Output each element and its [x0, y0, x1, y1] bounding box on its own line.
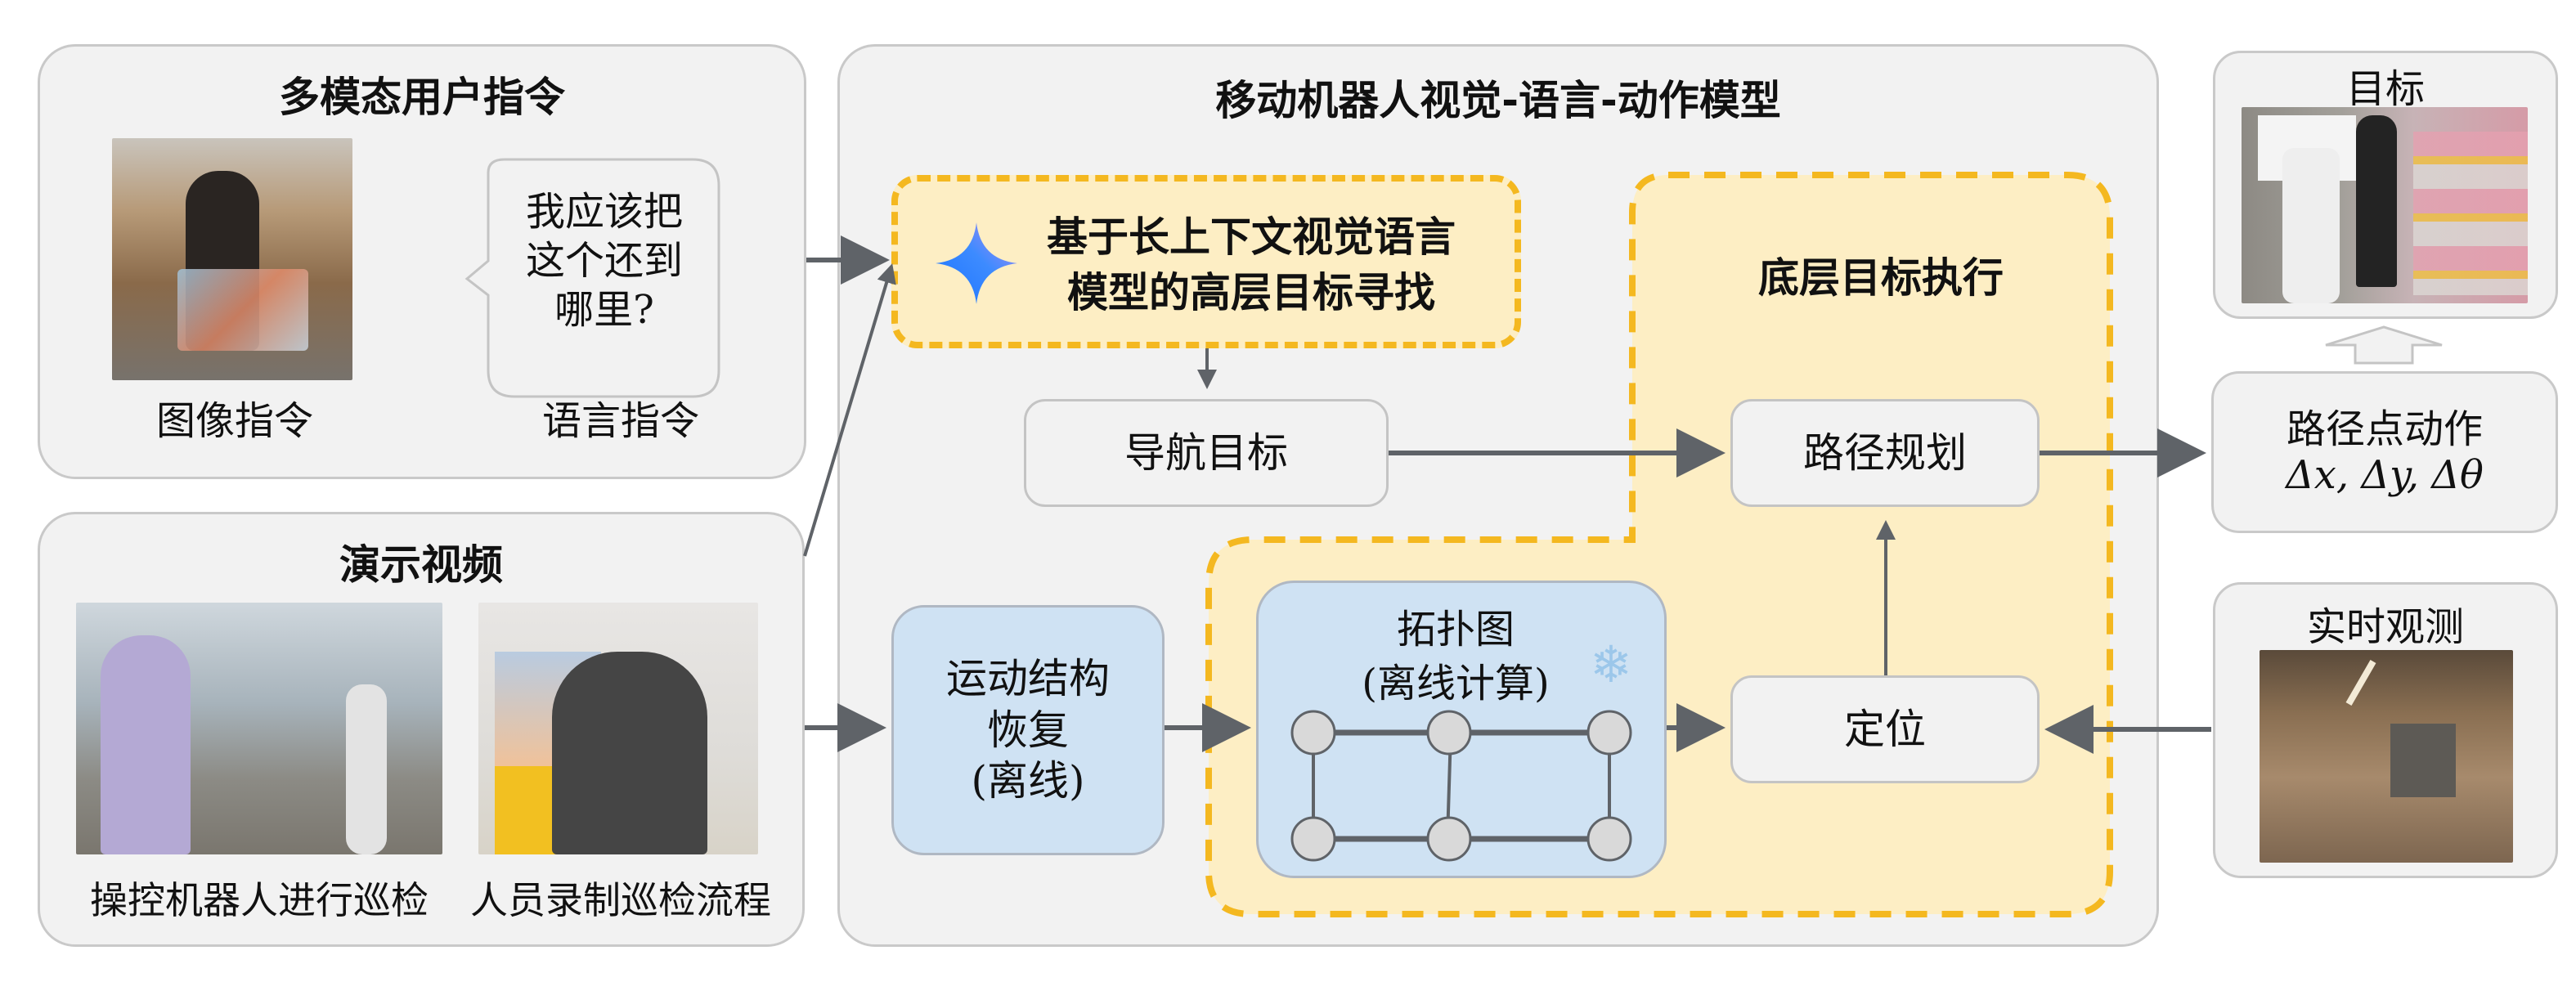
- person-figure: [2356, 115, 2397, 287]
- panel-title: 多模态用户指令: [279, 74, 565, 121]
- sfm-line-1: 运动结构: [946, 655, 1110, 703]
- sfm-box: 运动结构 恢复 (离线): [891, 605, 1165, 855]
- waypoint-action-panel: 路径点动作 Δx, Δy, Δθ: [2211, 371, 2558, 533]
- panel-title: 演示视频: [339, 541, 503, 589]
- robot-figure: [2282, 148, 2340, 303]
- sfm-line-2: 恢复: [987, 706, 1069, 754]
- teleop-caption: 操控机器人进行巡检: [90, 878, 429, 922]
- realtime-observation-panel: 实时观测: [2213, 582, 2558, 878]
- image-instruction-photo: [112, 138, 352, 380]
- graph-node: [1586, 816, 1632, 862]
- navigation-goal-label: 导航目标: [1124, 428, 1288, 477]
- high-level-line-1: 基于长上下文视觉语言: [1047, 213, 1456, 261]
- human-recording-photo: [478, 603, 758, 854]
- speech-line-2: 这个还到: [525, 238, 683, 284]
- robot-arm-figure: [346, 684, 387, 854]
- localization-box: 定位: [1730, 675, 2040, 783]
- person-figure: [552, 652, 707, 854]
- realtime-observation-photo: [2260, 650, 2513, 863]
- speech-line-3: 哪里?: [554, 287, 654, 333]
- realtime-observation-title: 实时观测: [2306, 604, 2464, 650]
- teleop-robot-photo: [76, 603, 442, 854]
- graph-node: [1290, 816, 1336, 862]
- topo-line-1: 拓扑图: [1396, 607, 1515, 652]
- language-instruction-caption: 语言指令: [541, 398, 699, 444]
- graph-node: [1290, 710, 1336, 756]
- graph-node: [1426, 816, 1472, 862]
- yellow-chair: [495, 766, 560, 854]
- navigation-goal-box: 导航目标: [1024, 399, 1389, 507]
- sparkle-icon: [936, 222, 1017, 304]
- graph-node: [1426, 710, 1472, 756]
- human-recording-caption: 人员录制巡检流程: [470, 878, 771, 922]
- path-planning-label: 路径规划: [1803, 428, 1967, 477]
- snowflake-icon: ❄: [1590, 634, 1632, 694]
- graph-node: [1586, 710, 1632, 756]
- goal-title: 目标: [2345, 66, 2425, 112]
- shelf-bins: [2413, 132, 2528, 295]
- waypoint-action-title: 路径点动作: [2286, 406, 2483, 452]
- path-planning-box: 路径规划: [1730, 399, 2040, 507]
- panel-title: 移动机器人视觉-语言-动作模型: [1215, 77, 1781, 124]
- demo-video-panel: 演示视频 操控机器人进行巡检 人员录制巡检流程: [38, 512, 805, 947]
- localization-label: 定位: [1844, 705, 1926, 753]
- goal-panel: 目标: [2213, 51, 2558, 319]
- arrow-demo-to-highlevel: [803, 263, 896, 557]
- sfm-line-3: (离线): [971, 757, 1085, 805]
- high-level-line-2: 模型的高层目标寻找: [1067, 269, 1435, 316]
- speech-line-1: 我应该把: [525, 189, 683, 235]
- cabinet: [2390, 724, 2456, 797]
- goal-photo: [2242, 107, 2528, 303]
- hollow-up-arrow-icon: [2325, 325, 2443, 365]
- image-instruction-caption: 图像指令: [155, 398, 313, 444]
- bin-figure: [177, 269, 308, 351]
- speech-bubble: [464, 158, 720, 398]
- multimodal-instruction-panel: 多模态用户指令 图像指令 我应该把 这个还到 哪里? 语言指令: [38, 44, 806, 479]
- topo-line-2: (离线计算): [1362, 661, 1550, 706]
- low-level-title: 底层目标执行: [1758, 254, 2004, 302]
- waypoint-action-deltas: Δx, Δy, Δθ: [2286, 452, 2484, 498]
- person-figure: [101, 635, 191, 854]
